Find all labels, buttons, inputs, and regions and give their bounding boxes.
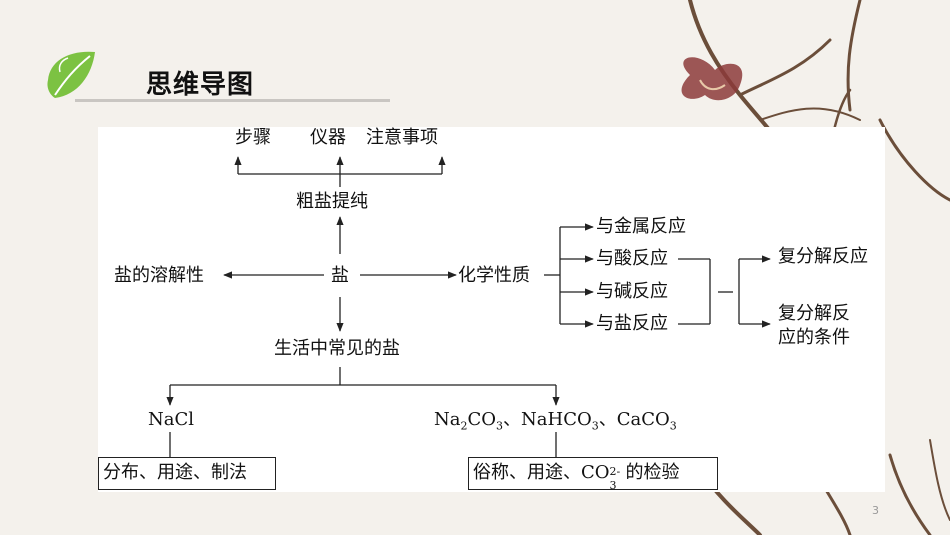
node-react-with-salt: 与盐反应 (596, 313, 668, 334)
node-react-with-acid: 与酸反应 (596, 248, 668, 269)
node-nacl: NaCl (148, 409, 195, 430)
node-dd-conditions-line2: 应的条件 (778, 327, 850, 348)
node-salt: 盐 (331, 265, 349, 286)
node-precautions: 注意事项 (366, 127, 438, 148)
node-chemical-properties: 化学性质 (458, 265, 530, 286)
node-steps: 步骤 (235, 127, 271, 148)
node-react-with-metal: 与金属反应 (596, 216, 686, 237)
title-underline (75, 99, 390, 102)
node-salt-solubility: 盐的溶解性 (114, 265, 204, 286)
node-common-salts: 生活中常见的盐 (274, 338, 400, 359)
page-number: 3 (872, 504, 879, 517)
slide-title: 思维导图 (146, 70, 255, 100)
butterfly-decoration (681, 57, 743, 101)
box-nacl-details: 分布、用途、制法 (98, 457, 276, 490)
node-crude-salt-purification: 粗盐提纯 (296, 191, 368, 212)
node-double-decomposition: 复分解反应 (778, 246, 868, 267)
node-dd-conditions-line1: 复分解反 (778, 303, 850, 324)
node-instruments: 仪器 (310, 127, 346, 148)
mind-map-panel: 步骤 仪器 注意事项 粗盐提纯 盐 盐的溶解性 化学性质 与金属反应 与酸反应 … (98, 127, 885, 492)
mind-map-connectors (166, 156, 771, 457)
leaf-icon (47, 51, 95, 98)
node-react-with-base: 与碱反应 (596, 281, 668, 302)
node-carbonates: Na2CO3、NaHCO3、CaCO3 (434, 409, 677, 433)
